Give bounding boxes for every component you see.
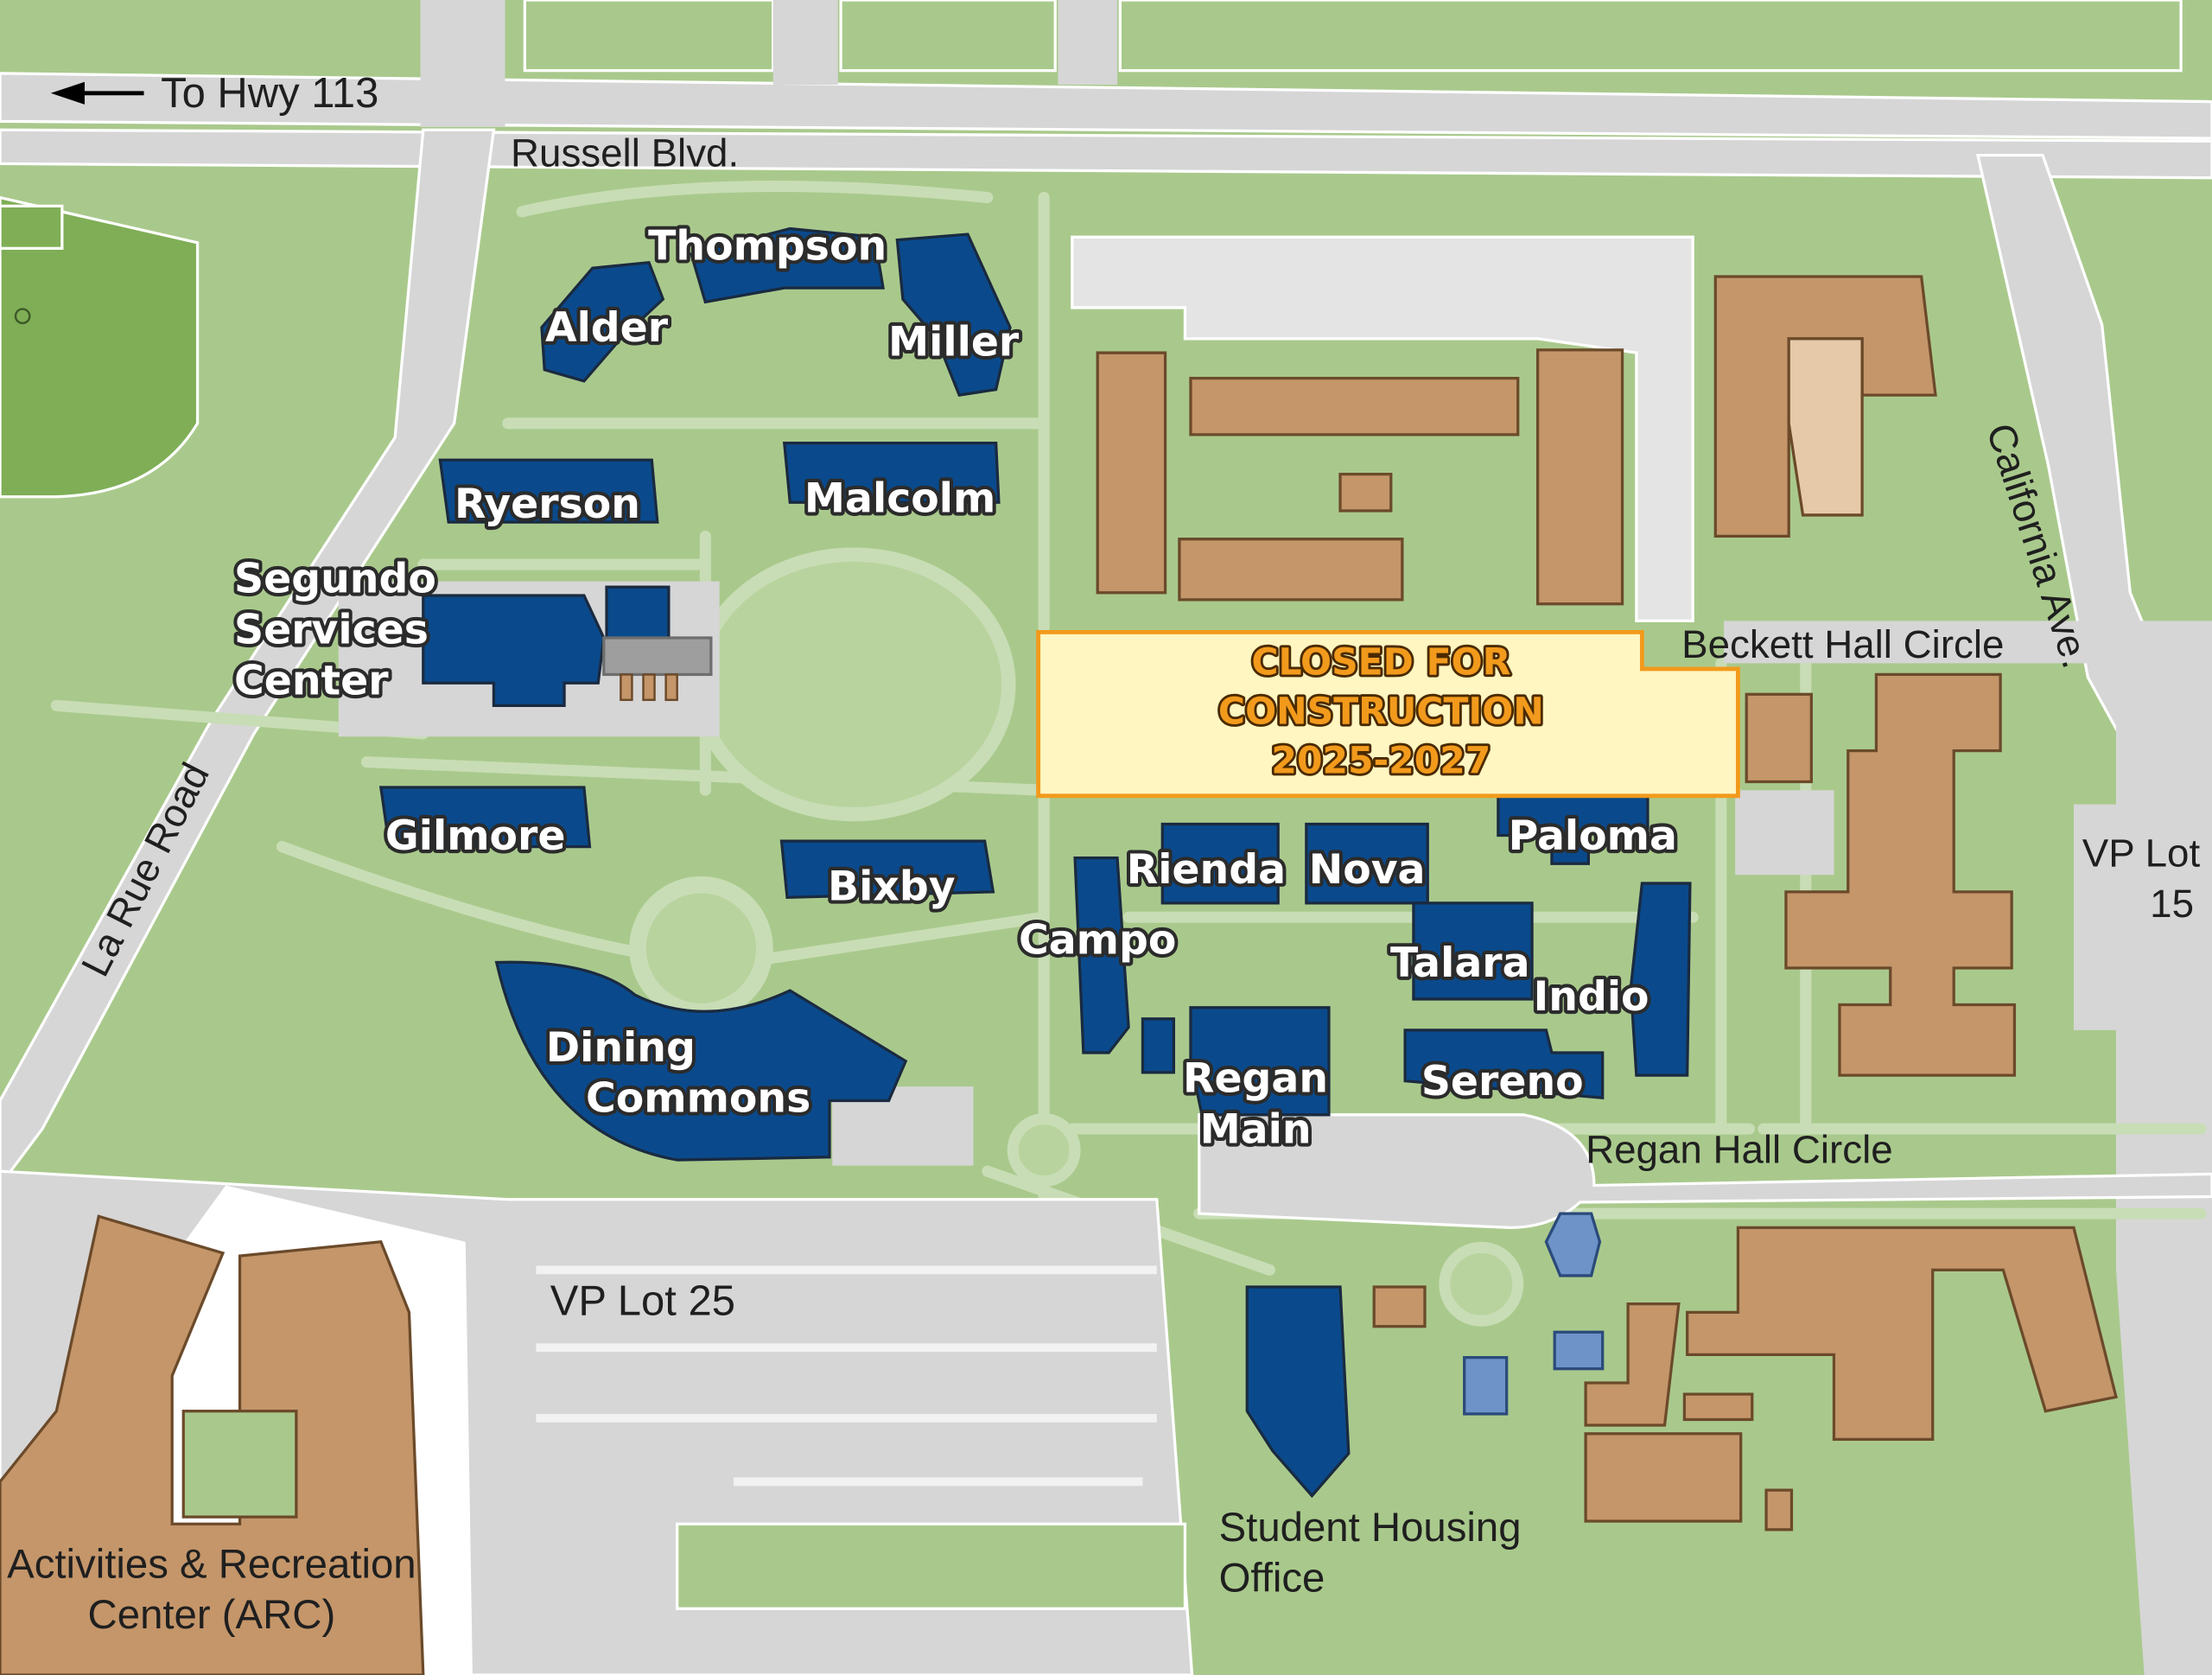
nova-label: Nova xyxy=(1309,846,1426,894)
north-lot-c xyxy=(1118,0,2183,73)
segundo-service-building xyxy=(602,636,713,677)
dining-label-1: Dining xyxy=(546,1024,696,1072)
segundo-label-2: Services xyxy=(234,607,429,654)
regan-label-1: Regan xyxy=(1183,1055,1328,1103)
russell-lower xyxy=(0,128,2212,180)
dining-label-2: Commons xyxy=(586,1075,810,1123)
beckett-lot xyxy=(1735,790,1834,876)
russell-blvd xyxy=(0,72,2212,140)
rienda-building xyxy=(1160,822,1280,905)
vp-lot-15 xyxy=(2074,804,2212,1030)
russell-label: Russell Blvd. xyxy=(511,131,739,175)
construction-line-2: CONSTRUCTION xyxy=(1218,691,1544,734)
north-connector-2 xyxy=(772,0,838,85)
north-connector-3 xyxy=(1058,0,1118,85)
talara-label: Talara xyxy=(1390,939,1530,987)
talara-building xyxy=(1412,901,1534,1001)
arrow-left-icon xyxy=(50,81,144,105)
field-corner xyxy=(0,204,64,251)
small-housing-1 xyxy=(1544,1212,1602,1277)
ryerson-building xyxy=(438,458,659,524)
small-housing-3 xyxy=(1463,1356,1509,1416)
beckett-label: Beckett Hall Circle xyxy=(1681,622,2004,666)
housing-buildings xyxy=(378,226,1692,1499)
malcolm-building xyxy=(782,442,1001,504)
regan-label-2: Main xyxy=(1200,1105,1312,1153)
beckett-road xyxy=(1724,621,2133,664)
paloma-label: Paloma xyxy=(1509,812,1677,860)
field-mound xyxy=(14,308,31,325)
segundo-label-1: Segundo xyxy=(234,556,436,603)
se-bld-5 xyxy=(1764,1488,1794,1532)
lot15-label-1: VP Lot xyxy=(2082,831,2201,875)
thompson-building xyxy=(689,226,885,304)
north-lot-a xyxy=(523,0,775,73)
alder-building xyxy=(540,260,665,383)
sho-label-1: Student Housing xyxy=(1219,1505,1522,1551)
se-bld-4 xyxy=(1682,1392,1754,1422)
se-bld-2 xyxy=(1584,1432,1743,1523)
small-housing-2 xyxy=(1553,1330,1605,1371)
paloma-building xyxy=(1497,788,1649,865)
regan-hall-circle-road xyxy=(1198,1113,2212,1230)
segundo-label-3: Center xyxy=(234,657,389,704)
se-bld-3 xyxy=(1584,1302,1681,1427)
regan-main-building xyxy=(1189,1006,1331,1117)
segundo-building xyxy=(422,594,606,707)
se-bld-6 xyxy=(1372,1285,1427,1328)
gilmore-label: Gilmore xyxy=(385,812,566,860)
sho-building xyxy=(1245,1285,1351,1499)
arc-label-1: Activities & Recreation xyxy=(7,1541,416,1587)
bixby-label: Bixby xyxy=(828,863,956,911)
lot15-label-2: 15 xyxy=(2150,882,2194,926)
north-connector-1 xyxy=(420,0,505,127)
east-large-building xyxy=(1784,672,2017,1077)
roundabout-south xyxy=(1007,1113,1081,1188)
segundo-annex xyxy=(605,585,671,642)
miller-label: Miller xyxy=(888,318,1020,366)
segundo-columns xyxy=(620,673,678,702)
dining-commons-building xyxy=(494,960,908,1162)
sho-label-2: Office xyxy=(1219,1556,1325,1602)
larue-road xyxy=(0,128,496,1188)
miller-building xyxy=(895,232,1012,397)
campo-annex xyxy=(1141,1017,1176,1074)
beckett-light-wing xyxy=(1787,337,1864,517)
gilmore-building xyxy=(378,786,592,849)
arc-label-2: Center (ARC) xyxy=(88,1592,336,1638)
roundabout xyxy=(629,876,773,1021)
indio-building xyxy=(1629,882,1692,1077)
indio-label: Indio xyxy=(1534,973,1649,1021)
lot-25-stripes xyxy=(536,1265,1157,1487)
central-oval xyxy=(691,547,1016,822)
roundabout-east xyxy=(1439,1241,1524,1327)
north-lot-b xyxy=(839,0,1057,73)
arc-courtyard xyxy=(181,1410,298,1519)
campo-label: Campo xyxy=(1019,917,1176,965)
malcolm-label: Malcolm xyxy=(804,475,995,523)
hwy-label: To Hwy 113 xyxy=(161,70,378,117)
lot-25-island xyxy=(676,1522,1187,1610)
lot25-label: VP Lot 25 xyxy=(550,1278,735,1325)
arc-building xyxy=(0,1214,425,1675)
rienda-label: Rienda xyxy=(1127,846,1286,894)
ryerson-label: Ryerson xyxy=(454,481,640,528)
campo-building xyxy=(1073,857,1130,1054)
regan-circle-label: Regan Hall Circle xyxy=(1586,1127,1893,1171)
north-parking xyxy=(1071,235,1694,623)
bixby-building xyxy=(779,839,995,900)
construction-line-1: CLOSED FOR xyxy=(1251,641,1510,684)
thompson-label: Thompson xyxy=(648,222,887,270)
construction-line-3: 2025-2027 xyxy=(1271,741,1491,783)
construction-zone xyxy=(1036,630,1740,799)
sports-field xyxy=(0,195,200,499)
sereno-building xyxy=(1403,1029,1605,1100)
beckett-small-bld xyxy=(1745,692,1813,784)
construction-buildings xyxy=(1096,348,1624,606)
alder-label: Alder xyxy=(545,304,669,352)
sereno-label: Sereno xyxy=(1421,1058,1584,1105)
southeast-building xyxy=(1686,1226,2118,1441)
